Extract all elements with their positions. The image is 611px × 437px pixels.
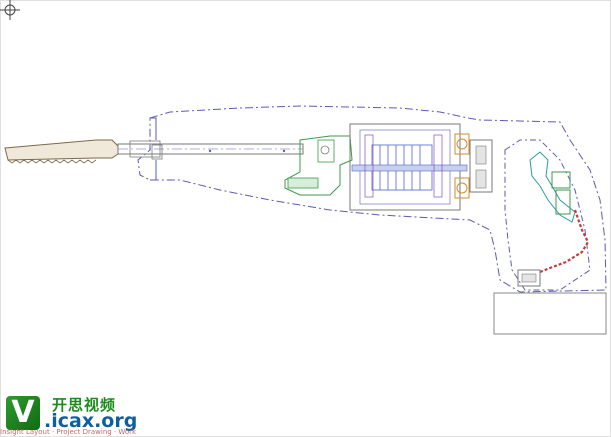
housing-outline bbox=[137, 105, 607, 293]
crosshair-target-icon bbox=[0, 0, 20, 20]
motor-gears bbox=[364, 134, 443, 198]
blade-teeth bbox=[7, 159, 97, 164]
gear-housing bbox=[284, 135, 353, 196]
front-nose bbox=[150, 117, 157, 181]
watermark-logo: V bbox=[6, 396, 40, 430]
handle-inner-outline bbox=[504, 139, 591, 291]
rear-cap bbox=[469, 139, 493, 193]
base-rectangle bbox=[493, 292, 607, 335]
watermark-site: .icax.org bbox=[44, 410, 138, 432]
status-strip: Insight Layout · Project Drawing · Work bbox=[0, 428, 137, 436]
wiring-harness bbox=[539, 209, 590, 274]
watermark-chinese-name: 开思视频 bbox=[52, 396, 117, 414]
battery-connector bbox=[517, 269, 541, 287]
saw-blade bbox=[4, 139, 119, 161]
bearings bbox=[454, 133, 470, 199]
trigger-switch bbox=[529, 151, 576, 223]
